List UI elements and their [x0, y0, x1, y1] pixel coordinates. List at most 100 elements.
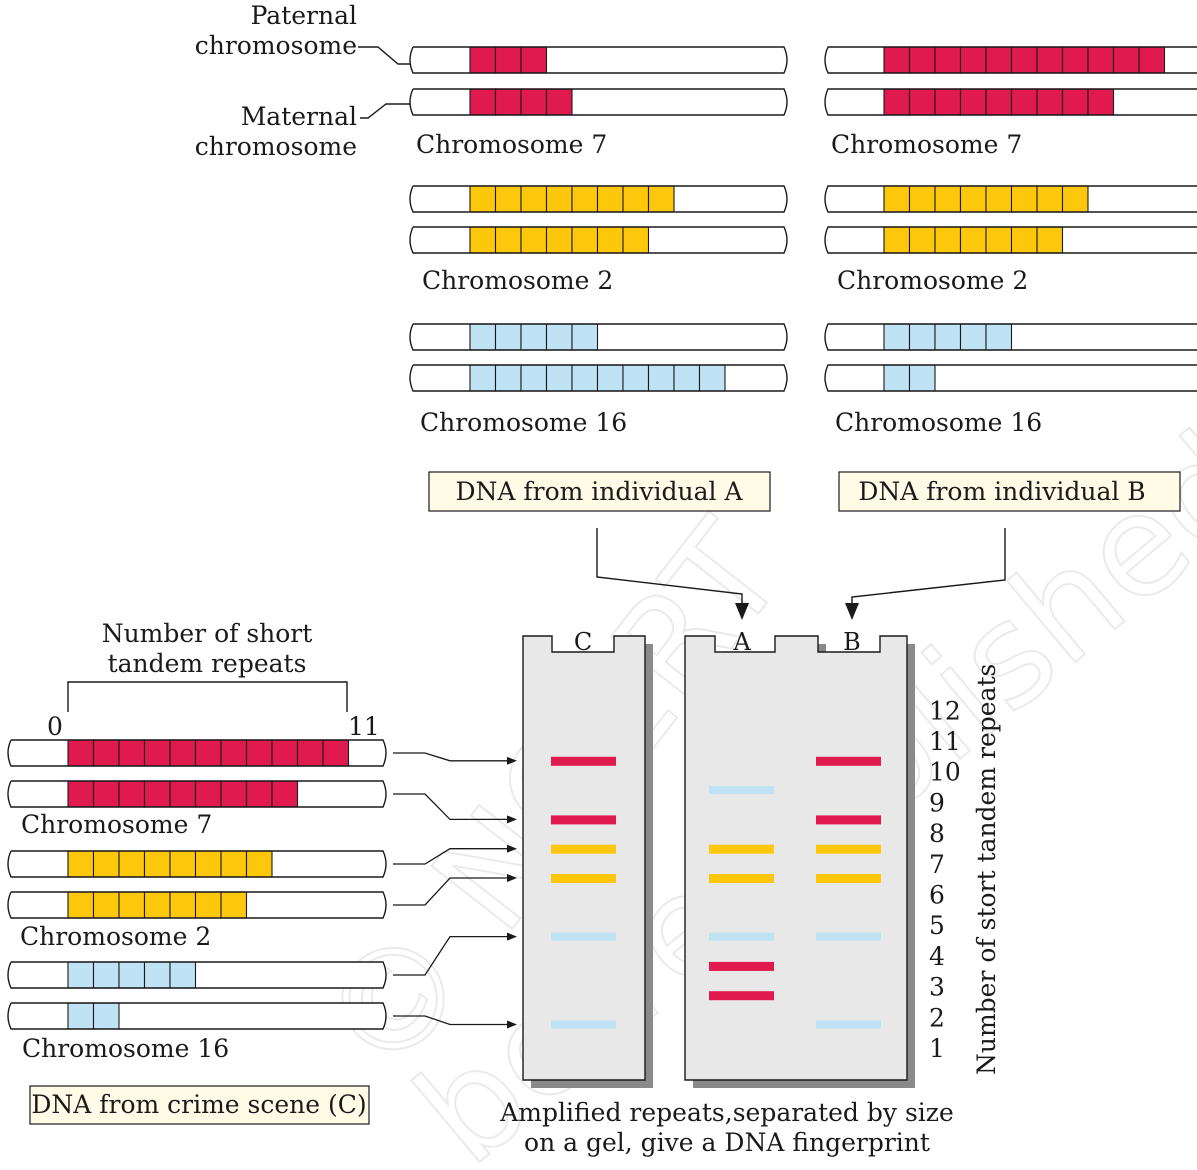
arrow-a-to-lane: [596, 528, 743, 610]
c-chr7-maternal-repeat-9: [271, 780, 299, 808]
b-chr16-paternal-repeat-1: [883, 323, 911, 351]
c-chr16-paternal-repeat-3: [118, 961, 146, 989]
b-chr2-paternal-repeat-5: [985, 185, 1013, 213]
b-chr2-paternal-repeat-1: [883, 185, 911, 213]
a-chr7-paternal-repeat-3: [520, 46, 548, 74]
a-chr2-paternal-outline: [409, 185, 788, 213]
b-chromosome-2-label: Chromosome 2: [837, 266, 1028, 295]
a-chr16-maternal-repeat-6: [596, 364, 624, 392]
b-chr7-paternal-repeat-5: [985, 46, 1013, 74]
individual-a-box-label: DNA from individual A: [455, 477, 743, 506]
band-lane-b-chr2-8: [816, 844, 881, 854]
b-chr7-maternal-repeat-7: [1036, 88, 1064, 116]
scale-number-3: 3: [929, 973, 945, 1002]
caption-line1: Amplified repeats,separated by size: [499, 1098, 954, 1127]
band-lane-c-chr7-9: [551, 815, 616, 825]
c-chr2-maternal-repeat-3: [118, 891, 146, 919]
connector-arrowhead-3: [507, 844, 517, 853]
a-chr7-maternal-repeat-4: [545, 88, 573, 116]
scale-number-7: 7: [929, 850, 945, 879]
c-chr16-paternal-repeat-2: [92, 961, 120, 989]
c-chr2-paternal-repeat-6: [194, 850, 222, 878]
a-chr2-maternal-repeat-6: [596, 226, 624, 254]
crime-scene-box-frame: [29, 1085, 370, 1125]
a-chr16-paternal: [409, 323, 788, 351]
a-chr16-paternal-fill: [413, 324, 787, 350]
c-chr2-maternal-repeat-6: [194, 891, 222, 919]
a-chr7-maternal-fill: [413, 89, 787, 115]
a-chromosome-2-label: Chromosome 2: [422, 266, 613, 295]
c-chr16-paternal-repeat-1: [67, 961, 95, 989]
c-chr7-maternal-repeat-8: [245, 780, 273, 808]
c-chr7-paternal-repeat-4: [143, 739, 171, 767]
b-chr7-paternal-repeat-6: [1010, 46, 1038, 74]
scale-number-1: 1: [929, 1034, 945, 1063]
c-chr7-paternal-repeat-1: [67, 739, 95, 767]
arrow-b-head: [845, 603, 859, 620]
paternal-leader-line: [358, 46, 410, 65]
a-chr2-paternal-repeat-2: [494, 185, 522, 213]
b-chr16-paternal-outline: [824, 323, 1197, 351]
a-chr7-maternal-repeat-1: [469, 88, 497, 116]
c-chr2-paternal-repeat-5: [169, 850, 197, 878]
a-chr2-paternal-repeat-4: [545, 185, 573, 213]
b-chr7-maternal-repeat-5: [985, 88, 1013, 116]
band-lane-b-chr7-9: [816, 815, 881, 825]
b-chr7-paternal-repeat-1: [883, 46, 911, 74]
c-chr2-maternal-outline: [7, 891, 387, 919]
bracket-label-line1: Number of short: [102, 619, 313, 648]
c-chr7-maternal-repeat-3: [118, 780, 146, 808]
band-lane-a-chr7-3: [709, 991, 774, 1001]
c-chr16-maternal-repeat-1: [67, 1002, 95, 1030]
individual-a-box-frame: [428, 471, 771, 512]
connector-arrowhead-1: [507, 756, 517, 765]
a-chr2-maternal-repeat-4: [545, 226, 573, 254]
connector-arrowhead-2: [507, 815, 517, 824]
gel-c-body: [522, 635, 646, 1081]
a-chr7-paternal-fill: [413, 47, 787, 73]
c-chr2-paternal: [7, 850, 387, 878]
band-lane-b-chr7-11: [816, 756, 881, 766]
c-chr16-maternal-fill: [11, 1003, 386, 1029]
b-chr2-maternal-repeat-1: [883, 226, 911, 254]
b-chr16-maternal-repeat-2: [908, 364, 936, 392]
c-chr16-paternal-repeat-5: [169, 961, 197, 989]
b-chr7-paternal-repeat-4: [959, 46, 987, 74]
a-chr16-maternal-outline: [409, 364, 788, 392]
repeat-axis-label: Number of stort tandem repeats: [972, 664, 1001, 1075]
a-chr16-paternal-repeat-3: [520, 323, 548, 351]
individual-a-box: DNA from individual A: [428, 471, 771, 512]
a-chr7-maternal-outline: [409, 88, 788, 116]
c-chr7-paternal-outline: [7, 739, 387, 767]
maternal-leader-line: [360, 103, 410, 119]
band-lane-b-chr2-7: [816, 874, 881, 883]
a-chr2-paternal-repeat-3: [520, 185, 548, 213]
a-chr2-maternal-repeat-5: [571, 226, 599, 254]
crime-scene-chromosomes: [7, 739, 387, 1030]
b-chr16-paternal-fill: [828, 324, 1197, 350]
a-chr7-paternal: [409, 46, 788, 74]
a-chr2-paternal-repeat-6: [596, 185, 624, 213]
a-chr16-paternal-repeat-2: [494, 323, 522, 351]
c-chr16-maternal-outline: [7, 1002, 387, 1030]
individual-b-box: DNA from individual B: [838, 471, 1181, 512]
b-chr16-paternal-repeat-3: [934, 323, 962, 351]
crime-scene-box-label: DNA from crime scene (C): [31, 1090, 366, 1119]
a-chr16-maternal-repeat-2: [494, 364, 522, 392]
scale-number-5: 5: [929, 911, 945, 940]
c-chr2-paternal-repeat-1: [67, 850, 95, 878]
b-chr7-maternal-outline: [824, 88, 1197, 116]
repeat-bracket: [67, 681, 348, 712]
band-lane-c-chr16-2: [551, 1020, 616, 1029]
connector-line-4: [393, 877, 508, 906]
b-chr16-maternal: [824, 364, 1197, 392]
a-chr2-maternal: [409, 226, 788, 254]
a-chr16-maternal-repeat-1: [469, 364, 497, 392]
b-chr2-maternal-repeat-6: [1010, 226, 1038, 254]
individual-b-box-label: DNA from individual B: [858, 477, 1145, 506]
c-chr7-paternal-repeat-5: [169, 739, 197, 767]
gel-bands: [551, 756, 881, 1029]
b-chromosome-16-label: Chromosome 16: [835, 408, 1042, 437]
b-chr2-maternal: [824, 226, 1197, 254]
